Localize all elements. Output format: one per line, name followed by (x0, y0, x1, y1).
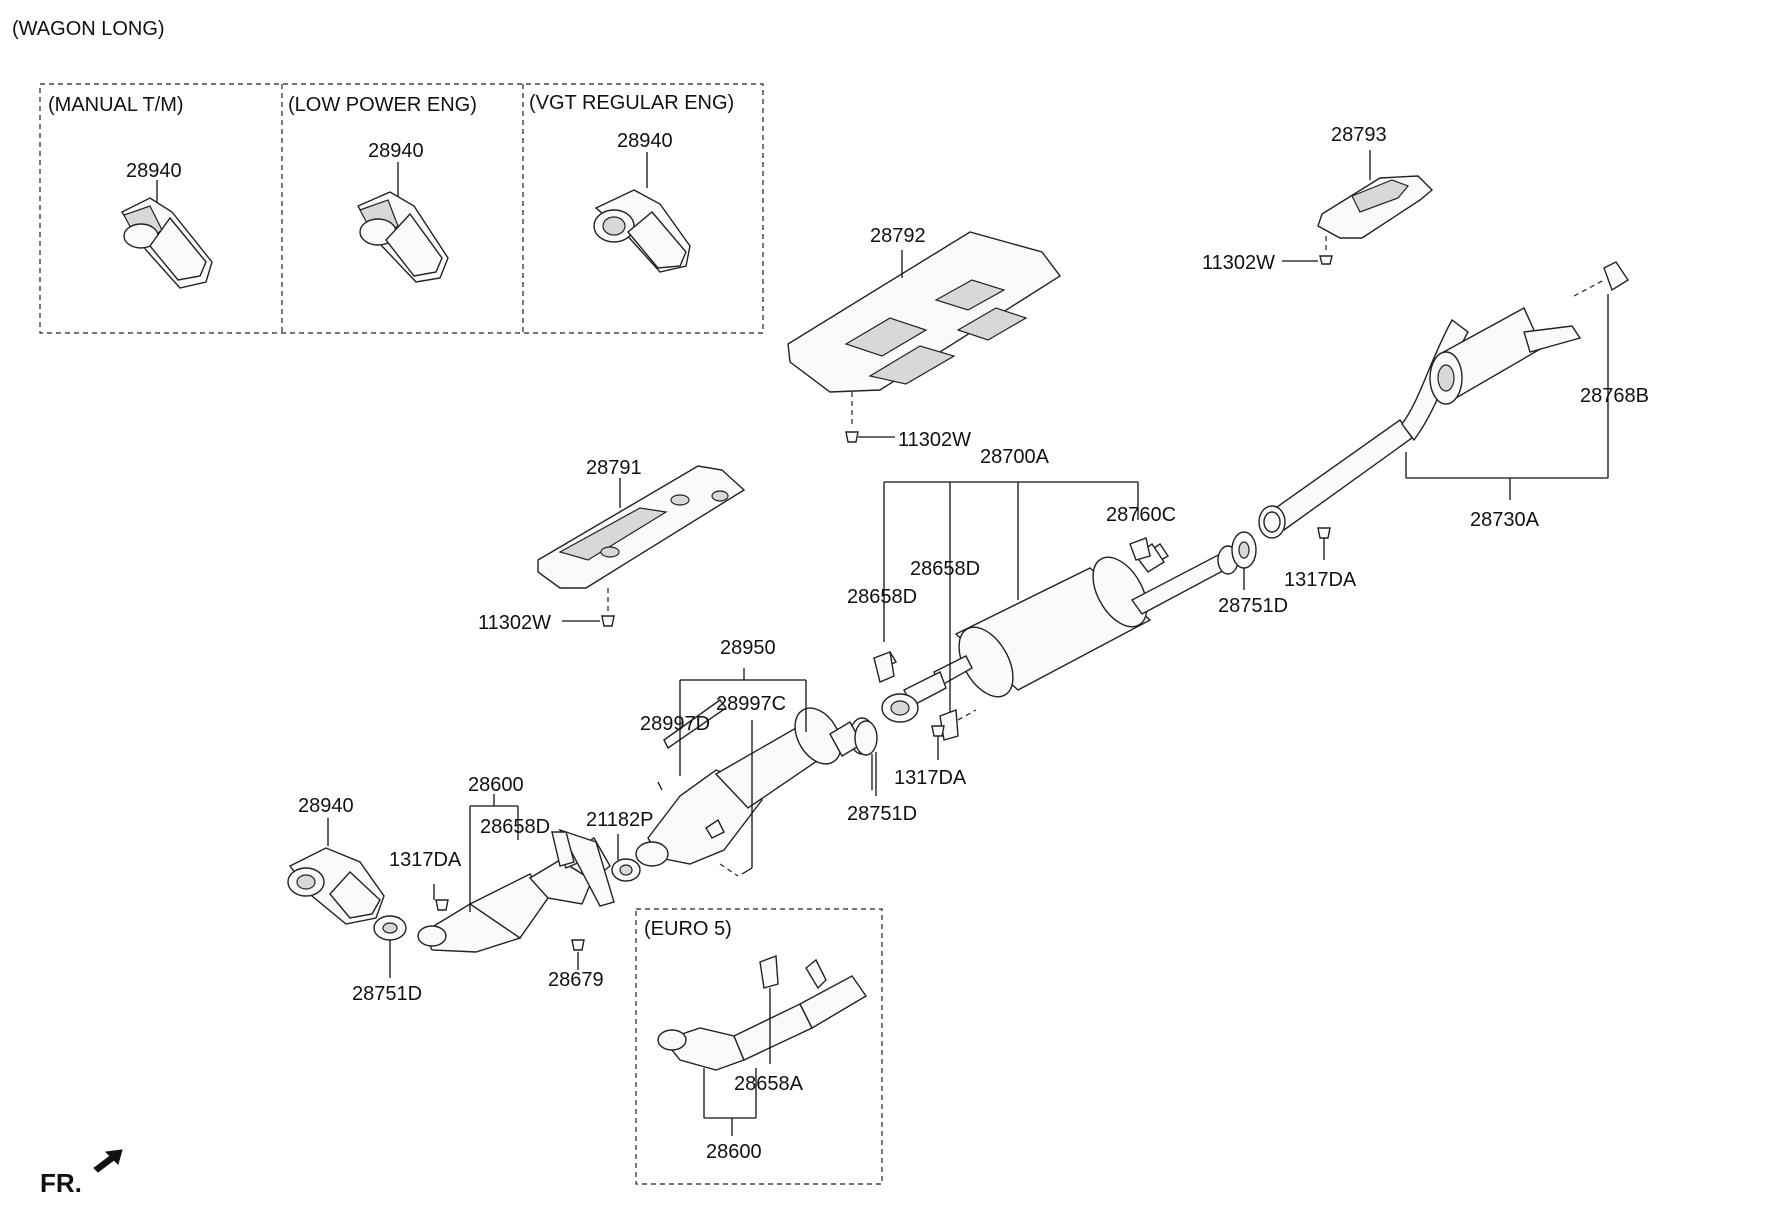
part-label-28730a: 28730A (1470, 509, 1540, 531)
part-label-28997c: 28997C (716, 693, 786, 715)
part-label-28950: 28950 (720, 637, 776, 659)
center-muffler (876, 542, 1239, 723)
variant-low-power-part-label: 28940 (368, 140, 424, 162)
part-label-28940: 28940 (298, 795, 354, 817)
part-label-28658d-front: 28658D (480, 816, 550, 838)
part-label-28760c: 28760C (1106, 504, 1176, 526)
hanger-28658d-left (873, 651, 895, 683)
part-label-28791: 28791 (586, 457, 642, 479)
catalytic-converter-vgt (593, 152, 691, 273)
heat-protector-center (787, 231, 1062, 443)
fr-label: FR. (40, 1168, 82, 1198)
front-pipe (417, 828, 615, 953)
dpf-brackets (679, 668, 807, 877)
fr-arrow-icon (93, 1149, 123, 1173)
part-label-1317da-rear: 1317DA (1284, 569, 1357, 591)
part-label-28751d-front: 28751D (352, 983, 422, 1005)
heat-protector-front (537, 465, 746, 627)
variant-low-power-label: (LOW POWER ENG) (288, 94, 477, 116)
part-label-1317da-center: 1317DA (894, 767, 967, 789)
part-label-28600: 28600 (468, 774, 524, 796)
part-label-11302w-front: 11302W (478, 612, 551, 634)
part-label-28793: 28793 (1331, 124, 1387, 146)
euro5-box-frame (635, 908, 883, 1185)
part-label-28679: 28679 (548, 969, 604, 991)
part-label-28658d-upper: 28658D (910, 558, 980, 580)
front-direction-indicator: FR. (40, 1149, 123, 1198)
variant-manual-label: (MANUAL T/M) (48, 94, 184, 116)
part-label-28751d-right: 28751D (1218, 595, 1288, 617)
part-label-28700a: 28700A (980, 446, 1050, 468)
variant-vgt-part-label: 28940 (617, 130, 673, 152)
part-label-28997d: 28997D (640, 713, 710, 735)
gasket-28751d-dpf (854, 720, 878, 796)
variant-manual-part-label: 28940 (126, 160, 182, 182)
part-label-1317da-front: 1317DA (389, 849, 462, 871)
gasket-28751d-right (1231, 531, 1257, 590)
catalytic-converter-manual (120, 180, 213, 289)
part-label-28658d-lower: 28658D (847, 586, 917, 608)
gasket-21182p (611, 834, 641, 882)
part-label-11302w-rear: 11302W (1202, 252, 1275, 274)
part-label-28792: 28792 (870, 225, 926, 247)
part-label-11302w-center: 11302W (898, 429, 971, 451)
flange-rear (1263, 511, 1281, 533)
part-label-28768b: 28768B (1580, 385, 1649, 407)
variant-vgt-label: (VGT REGULAR ENG) (529, 92, 734, 114)
euro5-box: (EURO 5) 28658A 28600 (635, 908, 883, 1185)
center-muffler-brackets (883, 481, 1139, 642)
part-label-21182p: 21182P (586, 809, 653, 831)
euro5-part-label-28658a: 28658A (734, 1073, 804, 1095)
hanger-28760c (1129, 537, 1151, 561)
part-label-28751d-center: 28751D (847, 803, 917, 825)
euro5-label: (EURO 5) (644, 918, 732, 940)
catalytic-converter-low-power (357, 162, 449, 283)
rear-muffler (1258, 261, 1629, 539)
diagram-title: (WAGON LONG) (12, 18, 165, 40)
variant-box-frame (39, 83, 764, 334)
gasket-28751d-front (373, 915, 407, 978)
catalytic-converter-main (287, 818, 385, 925)
heat-protector-rear (1282, 150, 1434, 265)
variant-boxes: (MANUAL T/M) (LOW POWER ENG) (VGT REGULA… (39, 83, 764, 334)
euro5-part-label-28600: 28600 (706, 1141, 762, 1163)
front-pipe-brackets (433, 794, 579, 970)
